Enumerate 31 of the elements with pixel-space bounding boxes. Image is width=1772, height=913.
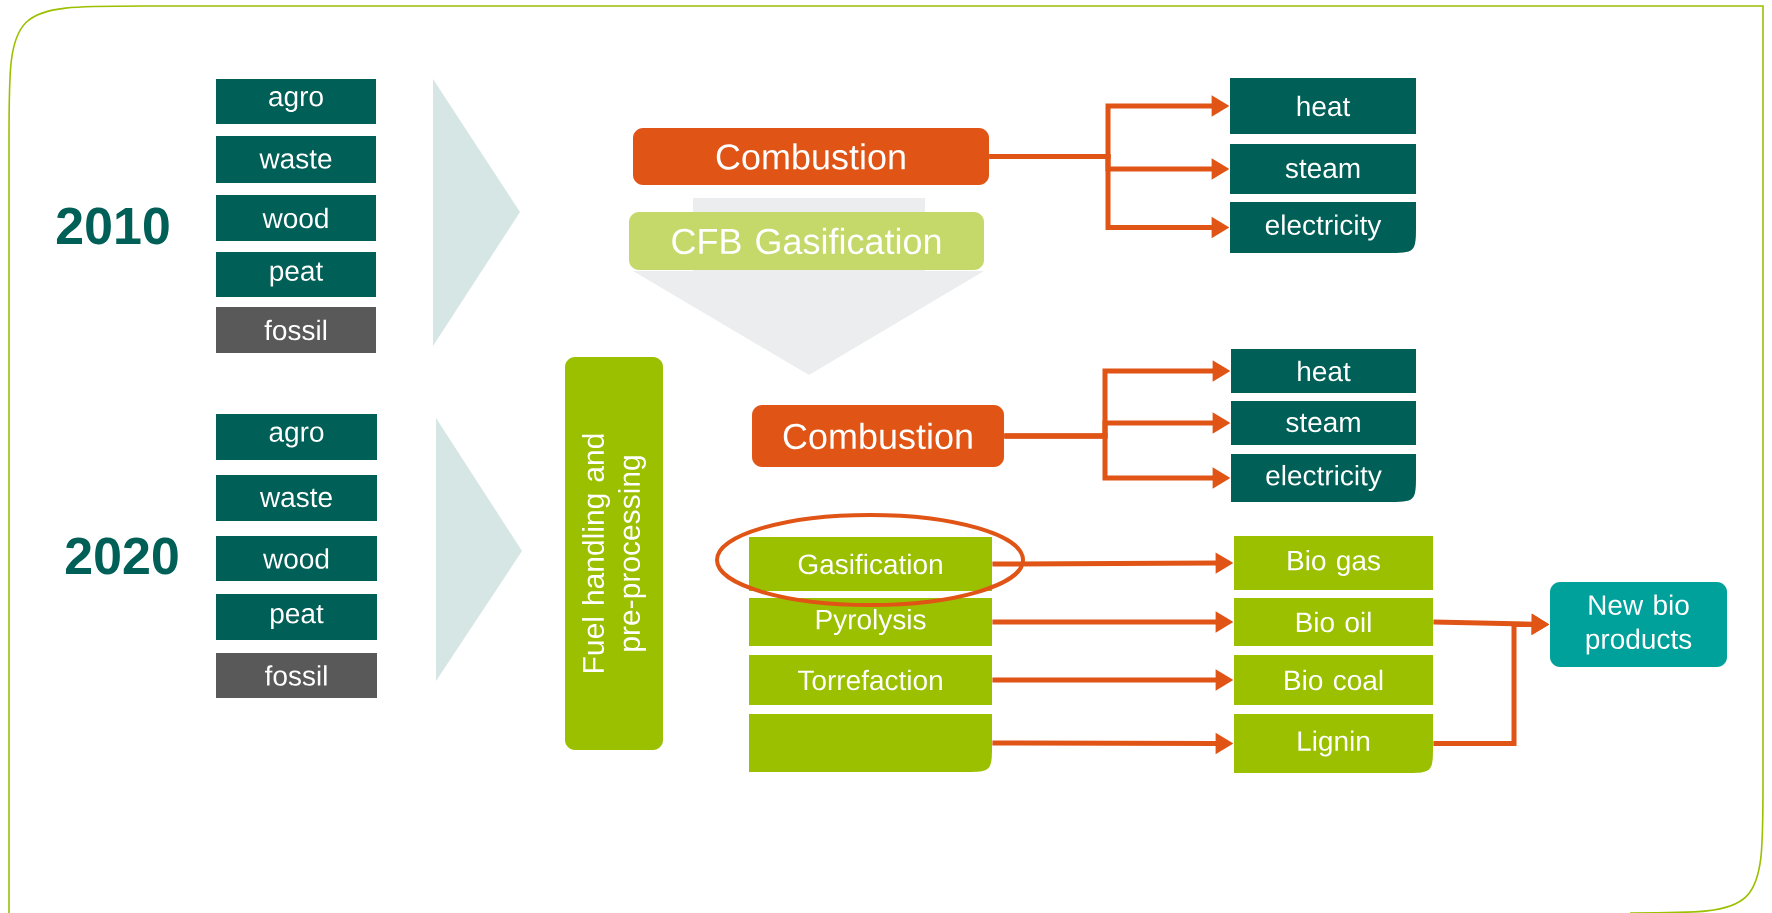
source-box: fossil [216, 653, 377, 698]
process-box: Pyrolysis [749, 598, 992, 646]
product-box: Bio gas [1234, 536, 1433, 590]
fuel-handling-box: Fuel handling and pre-processing [565, 357, 663, 750]
year-label: 2010 [56, 207, 169, 245]
source-box: agro [216, 414, 377, 460]
process-box [749, 714, 992, 772]
source-box: peat [216, 594, 377, 640]
source-box: wood [216, 536, 377, 581]
process-box: Gasification [749, 537, 992, 591]
output-box: heat [1231, 349, 1416, 393]
source-box: wood [216, 195, 376, 241]
output-box: steam [1231, 401, 1416, 445]
source-box: peat [216, 252, 376, 297]
source-box: agro [216, 79, 376, 124]
product-box: Lignin [1234, 714, 1433, 773]
process-box: Combustion [633, 128, 989, 185]
process-box: Torrefaction [749, 655, 992, 705]
source-box: waste [216, 136, 376, 183]
source-box: fossil [216, 307, 376, 353]
product-box: Bio coal [1234, 655, 1433, 705]
result-box: New bio products [1550, 582, 1727, 667]
output-box: steam [1230, 144, 1416, 194]
output-box: electricity [1230, 202, 1416, 253]
year-label: 2020 [65, 537, 178, 575]
process-box: CFB Gasification [629, 212, 984, 270]
source-box: waste [216, 475, 377, 521]
output-box: heat [1230, 78, 1416, 134]
product-box: Bio oil [1234, 598, 1433, 646]
output-box: electricity [1231, 454, 1416, 502]
process-box: Combustion [752, 405, 1004, 467]
